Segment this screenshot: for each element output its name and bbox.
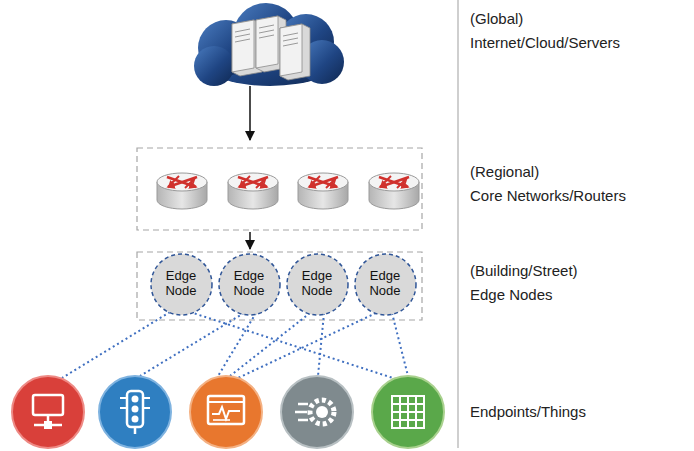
endpoint-link [392, 313, 408, 376]
tier-label: (Regional) [470, 163, 539, 181]
endpoint-icon [144, 407, 150, 409]
router-symbol [369, 173, 419, 209]
endpoint-icon [392, 396, 424, 428]
endpoint-icon [372, 376, 444, 448]
flow-arrow [249, 86, 251, 140]
node-label: Edge Node [294, 269, 340, 299]
endpoint-icon [281, 376, 353, 448]
endpoint-link [230, 313, 310, 376]
endpoint-icon [190, 376, 262, 448]
edge-node: Edge Node [286, 253, 349, 316]
node-label: Edge Node [362, 269, 408, 299]
tier-label: Core Networks/Routers [470, 187, 626, 205]
tier-label: (Global) [470, 10, 523, 28]
endpoint-icon [310, 400, 334, 424]
divider-line [457, 0, 459, 448]
endpoint-icon [392, 403, 424, 405]
endpoint-icon [120, 407, 126, 409]
endpoint-icon [372, 376, 444, 448]
edge-node: Edge Node [150, 253, 213, 316]
router-group-box [137, 148, 422, 230]
endpoint-link [62, 312, 408, 379]
endpoint-icon [295, 411, 307, 414]
endpoint-icon [298, 419, 308, 422]
endpoint-icon [392, 419, 424, 421]
endpoint-icon [208, 401, 244, 403]
endpoint-icon [12, 376, 84, 448]
endpoint-icon [99, 376, 171, 448]
endpoint-link [238, 313, 376, 378]
endpoint-link [318, 313, 324, 376]
router-symbol [228, 173, 278, 209]
endpoint-icon [132, 406, 139, 413]
endpoint-icon [132, 416, 139, 423]
edge-node: Edge Node [218, 253, 281, 316]
endpoint-icon [144, 397, 150, 399]
servers [280, 24, 310, 80]
endpoint-icon [212, 407, 240, 419]
endpoint-icon [208, 396, 244, 424]
endpoint-icon [298, 403, 308, 406]
node-circle [151, 254, 212, 315]
node-label: Edge Node [158, 269, 204, 299]
endpoint-icon [99, 376, 171, 448]
endpoint-icon [120, 397, 126, 399]
endpoint-link [218, 313, 256, 376]
endpoint-link [140, 313, 244, 376]
edge-group-box [137, 252, 422, 320]
endpoint-icon [213, 419, 230, 421]
node-circle [355, 254, 416, 315]
endpoint-icon [33, 395, 63, 415]
edge-node: Edge Node [354, 253, 417, 316]
node-circle [219, 254, 280, 315]
endpoint-icon [316, 406, 328, 418]
flow-arrow [249, 232, 251, 249]
router-symbol [298, 173, 348, 209]
tier-label: (Building/Street) [470, 262, 578, 280]
endpoint-link [190, 312, 396, 379]
tier-label: Edge Nodes [470, 286, 553, 304]
tier-label: Endpoints/Things [470, 403, 586, 421]
node-label: Edge Node [226, 269, 272, 299]
endpoint-icon [134, 427, 137, 434]
endpoint-icon [12, 376, 84, 448]
node-circle [287, 254, 348, 315]
cloud-shape [194, 3, 344, 86]
endpoint-icon [44, 421, 52, 429]
tier-label: Internet/Cloud/Servers [470, 34, 620, 52]
router-symbol [157, 173, 207, 209]
endpoint-icon [281, 376, 353, 448]
endpoint-icon [190, 376, 262, 448]
cloud-shape [194, 46, 234, 86]
endpoint-icon [127, 391, 143, 427]
endpoint-icon [392, 411, 424, 413]
endpoint-icon [132, 396, 139, 403]
servers [232, 16, 310, 80]
